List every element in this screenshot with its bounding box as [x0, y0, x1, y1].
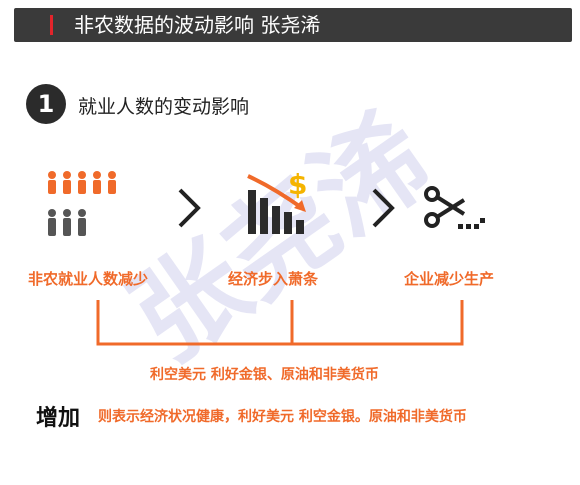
- scissors-cut-icon: [424, 186, 485, 229]
- svg-text:$: $: [288, 168, 307, 201]
- increase-label: 增加: [36, 406, 81, 431]
- title-accent-bar: [50, 15, 53, 35]
- step-number-badge: 1: [26, 84, 66, 124]
- page-title: 非农数据的波动影响 张尧浠: [74, 13, 321, 37]
- section-title: 就业人数的变动影响: [78, 96, 250, 118]
- title-bar: 非农数据的波动影响 张尧浠: [14, 8, 572, 42]
- people-icon: [48, 171, 116, 236]
- flow-label-production-decrease: 企业减少生产: [404, 270, 495, 288]
- declining-chart-dollar-icon: $: [247, 168, 307, 234]
- flow-label-economic-recession: 经济步入萧条: [228, 270, 319, 288]
- bracket-connector: [96, 300, 464, 346]
- chevron-right-icon: [372, 188, 395, 228]
- chevron-right-icon: [178, 188, 201, 228]
- increase-text: 则表示经济状况健康，利好美元 利空金银。原油和非美货币: [98, 409, 467, 425]
- result-text: 利空美元 利好金银、原油和非美货币: [150, 367, 379, 383]
- flow-label-employment-decrease: 非农就业人数减少: [28, 270, 149, 288]
